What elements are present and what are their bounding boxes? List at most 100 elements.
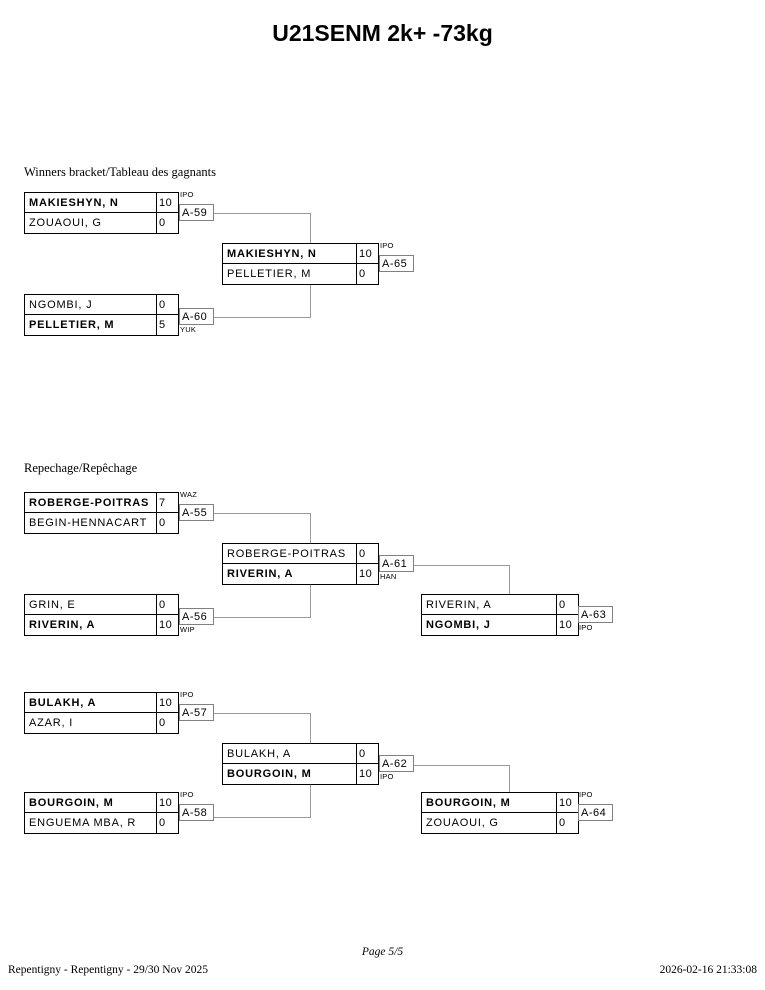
match-box[interactable]: MAKIESHYN, N 10 PELLETIER, M 0 xyxy=(222,243,379,285)
connector-line xyxy=(406,565,510,566)
result-code-above: IPO xyxy=(180,190,194,199)
match-number-tag[interactable]: A-59 xyxy=(179,204,214,221)
competitor-name: BEGIN-HENNACART xyxy=(29,517,148,529)
competitor-name: AZAR, I xyxy=(29,717,74,729)
connector-line xyxy=(207,617,311,618)
connector-line xyxy=(207,317,311,318)
match-number-tag[interactable]: A-56 xyxy=(179,608,214,625)
competitor-name: RIVERIN, A xyxy=(29,619,96,631)
match-box[interactable]: RIVERIN, A 0 NGOMBI, J 10 xyxy=(421,594,579,636)
competitor-score: 10 xyxy=(556,793,578,812)
competitor-score: 5 xyxy=(156,315,178,335)
match-number-tag[interactable]: A-55 xyxy=(179,504,214,521)
competitor-score: 0 xyxy=(556,595,578,614)
competitor-name: BULAKH, A xyxy=(227,747,292,760)
competitor-score: 0 xyxy=(156,713,178,733)
match-row-top: ROBERGE-POITRAS 7 xyxy=(25,493,178,513)
competitor-score: 0 xyxy=(556,813,578,833)
competitor-score: 0 xyxy=(156,295,178,314)
generated-timestamp: 2026-02-16 21:33:08 xyxy=(659,964,757,976)
match-row-bottom: PELLETIER, M 5 xyxy=(25,315,178,335)
competitor-score: 10 xyxy=(356,564,378,584)
result-code-above: WAZ xyxy=(180,490,197,499)
match-box[interactable]: ROBERGE-POITRAS 7 BEGIN-HENNACART 0 xyxy=(24,492,179,534)
match-box[interactable]: ROBERGE-POITRAS 0 RIVERIN, A 10 xyxy=(222,543,379,585)
match-number-tag[interactable]: A-60 xyxy=(179,308,214,325)
result-code-below: WIP xyxy=(180,625,195,634)
match-box[interactable]: BOURGOIN, M 10 ENGUEMA MBA, R 0 xyxy=(24,792,179,834)
section-label-repechage: Repechage/Repêchage xyxy=(24,461,138,475)
page-number: Page 5/5 xyxy=(361,946,404,958)
result-code-above: IPO xyxy=(579,790,593,799)
competitor-score: 0 xyxy=(156,813,178,833)
match-box[interactable]: BOURGOIN, M 10 ZOUAOUI, G 0 xyxy=(421,792,579,834)
competitor-score: 10 xyxy=(156,793,178,812)
competitor-score: 7 xyxy=(156,493,178,512)
match-number-tag[interactable]: A-65 xyxy=(379,255,414,272)
competitor-name: MAKIESHYN, N xyxy=(227,247,317,260)
competitor-name: ROBERGE-POITRAS xyxy=(227,547,346,560)
competitor-name: MAKIESHYN, N xyxy=(29,196,119,209)
competitor-score: 0 xyxy=(156,213,178,233)
connector-line xyxy=(207,213,311,214)
competitor-score: 0 xyxy=(356,544,378,563)
match-row-top: ROBERGE-POITRAS 0 xyxy=(223,544,378,564)
competitor-score: 0 xyxy=(156,513,178,533)
match-row-top: GRIN, E 0 xyxy=(25,595,178,615)
match-row-top: NGOMBI, J 0 xyxy=(25,295,178,315)
match-row-bottom: ENGUEMA MBA, R 0 xyxy=(25,813,178,833)
connector-line xyxy=(207,713,311,714)
result-code-above: IPO xyxy=(380,241,394,250)
connector-line xyxy=(207,513,311,514)
match-row-bottom: BEGIN-HENNACART 0 xyxy=(25,513,178,533)
connector-line xyxy=(509,565,510,617)
competitor-name: PELLETIER, M xyxy=(227,268,312,280)
result-code-below: HAN xyxy=(380,572,397,581)
match-box[interactable]: MAKIESHYN, N 10 ZOUAOUI, G 0 xyxy=(24,192,179,234)
match-row-bottom: RIVERIN, A 10 xyxy=(223,564,378,584)
match-row-bottom: AZAR, I 0 xyxy=(25,713,178,733)
connector-line xyxy=(207,817,311,818)
competitor-name: RIVERIN, A xyxy=(426,598,492,611)
competitor-score: 0 xyxy=(156,595,178,614)
match-row-bottom: NGOMBI, J 10 xyxy=(422,615,578,635)
competitor-score: 10 xyxy=(156,693,178,712)
connector-line xyxy=(310,713,311,766)
match-box[interactable]: NGOMBI, J 0 PELLETIER, M 5 xyxy=(24,294,179,336)
match-number-tag[interactable]: A-61 xyxy=(379,555,414,572)
match-number-tag[interactable]: A-63 xyxy=(578,606,613,623)
result-code-above: IPO xyxy=(180,790,194,799)
competitor-score: 10 xyxy=(356,764,378,784)
match-box[interactable]: BULAKH, A 10 AZAR, I 0 xyxy=(24,692,179,734)
competitor-name: NGOMBI, J xyxy=(426,619,491,631)
competitor-name: BOURGOIN, M xyxy=(426,796,511,809)
connector-line xyxy=(310,513,311,566)
connector-line xyxy=(310,765,311,818)
competitor-name: ENGUEMA MBA, R xyxy=(29,817,137,829)
competitor-name: PELLETIER, M xyxy=(29,319,115,331)
competitor-name: RIVERIN, A xyxy=(227,568,294,580)
match-row-top: BOURGOIN, M 10 xyxy=(422,793,578,813)
competitor-name: BOURGOIN, M xyxy=(29,796,114,809)
competitor-score: 10 xyxy=(156,193,178,212)
connector-line xyxy=(310,213,311,266)
match-number-tag[interactable]: A-62 xyxy=(379,755,414,772)
match-number-tag[interactable]: A-57 xyxy=(179,704,214,721)
match-row-top: BULAKH, A 0 xyxy=(223,744,378,764)
result-code-below: IPO xyxy=(579,623,593,632)
match-box[interactable]: BULAKH, A 0 BOURGOIN, M 10 xyxy=(222,743,379,785)
match-row-top: MAKIESHYN, N 10 xyxy=(25,193,178,213)
match-row-top: MAKIESHYN, N 10 xyxy=(223,244,378,264)
match-row-top: BOURGOIN, M 10 xyxy=(25,793,178,813)
match-number-tag[interactable]: A-64 xyxy=(578,804,613,821)
match-number-tag[interactable]: A-58 xyxy=(179,804,214,821)
competitor-name: NGOMBI, J xyxy=(29,298,93,311)
result-code-below: IPO xyxy=(380,772,394,781)
match-row-bottom: ZOUAOUI, G 0 xyxy=(25,213,178,233)
result-code-above: IPO xyxy=(180,690,194,699)
match-box[interactable]: GRIN, E 0 RIVERIN, A 10 xyxy=(24,594,179,636)
result-code-below: YUK xyxy=(180,325,197,334)
match-row-top: RIVERIN, A 0 xyxy=(422,595,578,615)
match-row-bottom: PELLETIER, M 0 xyxy=(223,264,378,284)
